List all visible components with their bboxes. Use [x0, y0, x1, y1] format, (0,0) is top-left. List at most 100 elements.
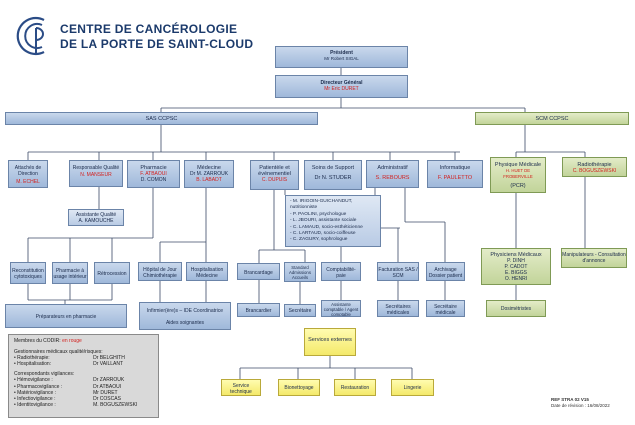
document-reference: REF STRA 02 V15 Date de révision : 16/08…: [551, 397, 610, 408]
assistante-comptable-label: Assistante comptable / Agent comptable: [323, 302, 359, 317]
sas-title: SAS CCPSC: [145, 116, 178, 122]
medecine-box: Médecine Dr M. ZARROUK B. LABADT: [184, 160, 234, 188]
legend-panel: Membres du CODIR: en rouge Gestionnaires…: [8, 334, 159, 418]
pharmacie-name2: D. COMON: [140, 177, 167, 183]
facturation-box: Facturation SAS / SCM: [377, 262, 419, 281]
dg-title: Directeur Général: [320, 80, 363, 86]
medecine-name1: Dr M. ZARROUK: [189, 171, 229, 177]
soins-staff-item: - P. PAOLINI, psychologue: [290, 211, 347, 217]
patientele-title: Patientèle et événementiel: [258, 165, 291, 177]
physicien-name: P. CADOT: [504, 264, 528, 270]
president-title: Président: [330, 50, 353, 56]
vigilances-title: Correspondants vigilances:: [14, 371, 75, 378]
services-externes-label: Services externes: [308, 337, 352, 343]
vigilance-role: Pharmacovigilance :: [17, 383, 63, 390]
vigilance-row: • Matériovigilance :Mr DURET: [14, 389, 118, 396]
archivage-label: Archivage Dossier patient: [428, 267, 463, 279]
brancardage-label: Brancardage: [244, 270, 273, 276]
dosimetristes-box: Dosimétristes: [486, 300, 546, 317]
gestionnaire-row: • Hospitalisation:Dr VAILLANT: [14, 361, 124, 368]
vigilance-row: • Infectiovigilance :Dr COSCAS: [14, 395, 121, 402]
manipulateurs-label: Manipulateurs - Consultation d'annonce: [562, 252, 626, 264]
vigilance-name: Dr ATBAOUI: [93, 383, 122, 390]
manipulateurs-box: Manipulateurs - Consultation d'annonce: [561, 248, 627, 268]
hospitalisation-box: Hospitalisation Médecine: [186, 262, 228, 281]
vigilance-role: Matériovigilance :: [17, 389, 57, 396]
medecine-title: Médecine: [197, 165, 221, 171]
physiciens-box: Physiciens Médicaux P. DINH P. CADOT E. …: [481, 248, 551, 285]
header-title-line2: DE LA PORTE DE SAINT-CLOUD: [60, 37, 254, 51]
qualite-name: N. MANSEUR: [80, 172, 112, 178]
retrocession-label: Rétrocession: [97, 271, 127, 277]
gestionnaire-name: Dr VAILLANT: [93, 361, 124, 368]
physique-medicale-box: Physique Médicale H. HUET DE FROBERVILLE…: [490, 157, 546, 193]
assistante-qualite-box: Assistante Qualité A. KAMOUCHE: [68, 209, 124, 226]
soins-staff-item: - C. ZAGURY, sophrologue: [290, 237, 348, 243]
soins-title: Soins de Support: [311, 165, 355, 171]
facturation-label: Facturation SAS / SCM: [378, 267, 418, 279]
secretaire-medicale-label: Secrétaire médicale: [434, 304, 457, 316]
president-box: Président Mr Robert SIGAL: [275, 46, 408, 68]
reconstitution-box: Reconstitution cytotoxiques: [10, 262, 46, 284]
codir-color-text: en rouge: [62, 338, 82, 344]
bionettoyage-box: Bionettoyage: [278, 379, 320, 396]
hospitalisation-label: Hospitalisation Médecine: [190, 267, 224, 279]
gestionnaire-name: Dr BELGHITH: [93, 355, 125, 362]
gestionnaire-role: Radiothérapie:: [17, 355, 50, 362]
pharmacie-name1: F. ATBAOUI: [140, 171, 167, 177]
ccp-logo-icon: [16, 16, 45, 56]
service-technique-label: Service technique: [230, 383, 252, 395]
secretaires-medicales-label: Secrétaires médicales: [385, 304, 411, 316]
brancardier-label: Brancardier: [245, 308, 272, 314]
secretaire-label: Secrétaire: [288, 308, 312, 314]
radiotherapie-title: Radiothérapie: [577, 162, 612, 168]
administratif-box: Administratif S. REBOURS: [366, 160, 419, 188]
preparateurs-label: Préparateurs en pharmacie: [35, 314, 97, 320]
vigilance-name: Dr ZARROUK: [93, 377, 125, 384]
vigilance-name: Dr COSCAS: [93, 395, 121, 402]
physicien-name: P. DINH: [507, 258, 525, 264]
physique-name1: H. HUET DE FROBERVILLE: [503, 168, 533, 179]
vigilance-name: M. BOGUSZEWSKI: [93, 401, 138, 408]
header-title-line1: CENTRE DE CANCÉROLOGIE: [60, 22, 238, 36]
ref-code: REF STRA 02 V15: [551, 397, 589, 402]
pharmacie-usage-box: Pharmacie à usage intérieur: [52, 262, 88, 284]
informatique-box: Informatique F. PAULETTO: [427, 160, 483, 188]
administratif-name: S. REBOURS: [375, 175, 410, 181]
comptabilite-label: Comptabilité-paie: [326, 267, 356, 279]
hopital-jour-box: Hôpital de Jour Chimiothérapie: [138, 262, 182, 281]
responsable-qualite-box: Responsable Qualité N. MANSEUR: [69, 160, 123, 187]
secretaires-medicales-box: Secrétaires médicales: [377, 300, 419, 317]
vigilance-role: Identitovigilance :: [17, 401, 56, 408]
assistante-comptable-box: Assistante comptable / Agent comptable: [321, 300, 361, 317]
standard-box: Standard Admissions Accueils: [284, 262, 316, 282]
informatique-name: F. PAULETTO: [437, 175, 473, 181]
pharmacie-box: Pharmacie F. ATBAOUI D. COMON: [127, 160, 180, 188]
dg-name: Mr Eric DURET: [324, 86, 359, 92]
physicien-name: E. BIGGS: [505, 270, 527, 276]
qualite-title: Responsable Qualité: [72, 165, 120, 171]
gestionnaire-row: • Radiothérapie:Dr BELGHITH: [14, 355, 125, 362]
services-externes-box: Services externes: [304, 328, 356, 356]
gestionnaire-role: Hospitalisation:: [17, 361, 52, 368]
standard-label: Standard Admissions Accueils: [289, 265, 311, 280]
attaches-direction-box: Attachés de Direction M. ECHEL: [8, 160, 48, 188]
retrocession-box: Rétrocession: [94, 262, 130, 284]
soins-staff-item: - L. JBOURI, assistante sociale: [290, 218, 357, 224]
infirmiers-label: Infirmier(ère)s – IDE Coordinatrice: [146, 308, 224, 314]
codir-legend: Membres du CODIR: en rouge: [14, 338, 153, 344]
radiotherapie-box: Radiothérapie C. BOGUSZEWSKI: [562, 157, 627, 177]
pharmacie-title: Pharmacie: [140, 165, 167, 171]
sas-ccpsc-box: SAS CCPSC: [5, 112, 318, 125]
vigilance-row: • Identitovigilance :M. BOGUSZEWSKI: [14, 401, 138, 408]
scm-title: SCM CCPSC: [535, 116, 569, 122]
codir-label: Membres du CODIR:: [14, 338, 61, 344]
physique-title: Physique Médicale: [494, 162, 542, 168]
lingerie-label: Lingerie: [403, 385, 422, 391]
president-name: Mr Robert SIGAL: [324, 56, 359, 61]
restauration-box: Restauration: [334, 379, 376, 396]
physicien-name: O. HENRI: [504, 276, 528, 282]
patientele-name: C. DUPUIS: [261, 177, 288, 183]
vigilance-role: Infectiovigilance :: [17, 395, 56, 402]
